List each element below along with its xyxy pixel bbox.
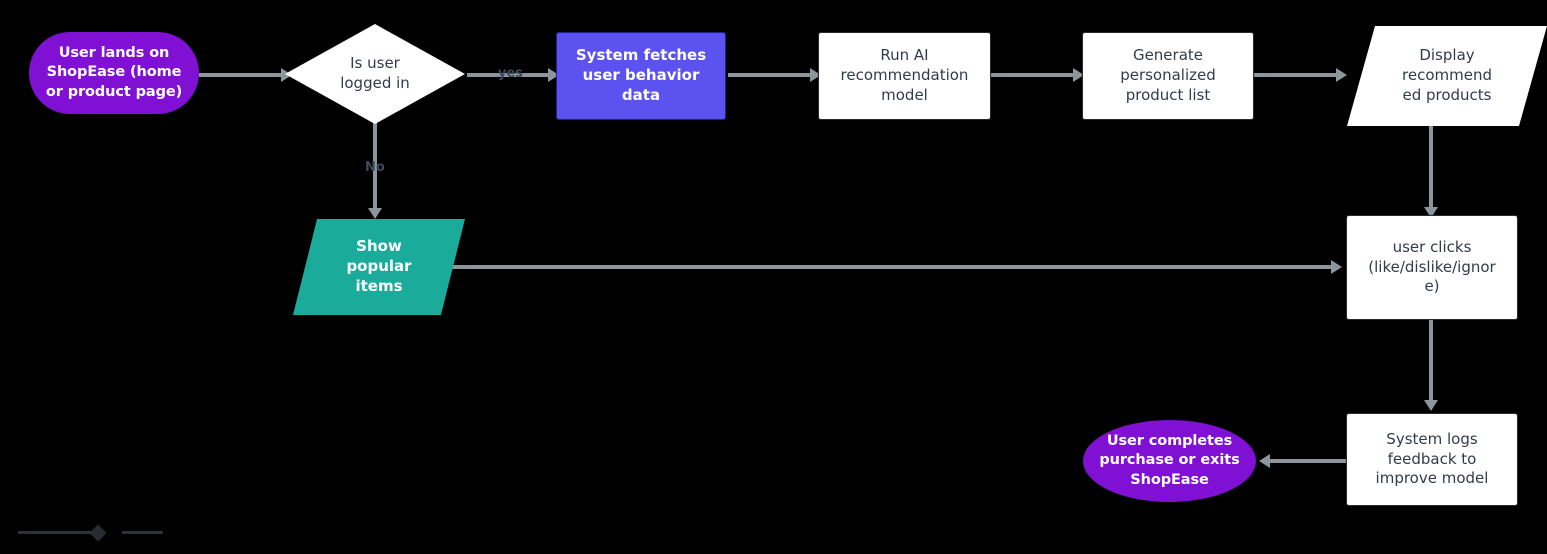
edge-start-to-decision-arrowhead bbox=[281, 68, 292, 82]
edge-start-to-decision bbox=[199, 73, 283, 77]
node-label: Generate personalized product list bbox=[1120, 46, 1216, 104]
parallelogram-shape bbox=[1347, 26, 1547, 126]
edge-model-to-generate-arrowhead bbox=[1073, 68, 1084, 82]
edge-log-to-end-arrowhead bbox=[1259, 454, 1270, 468]
node-show-popular-items[interactable]: Show popular items bbox=[293, 219, 465, 315]
node-system-fetches-user-behavior-data[interactable]: System fetches user behavior data bbox=[556, 32, 726, 120]
node-label: System logs feedback to improve model bbox=[1375, 429, 1489, 488]
edge-clicks-to-log bbox=[1429, 320, 1433, 408]
edge-clicks-to-log-arrowhead bbox=[1424, 400, 1438, 411]
node-user-lands-on-shopease[interactable]: User lands on ShopEase (home or product … bbox=[29, 32, 199, 114]
edge-popular-to-clicks bbox=[447, 265, 1333, 269]
edge-fetch-to-model-arrowhead bbox=[810, 68, 821, 82]
edge-display-to-clicks-arrowhead bbox=[1424, 207, 1438, 218]
artifact-node-marker bbox=[89, 524, 107, 542]
parallelogram-shape bbox=[293, 219, 465, 315]
artifact-bar-right bbox=[122, 531, 163, 534]
node-user-clicks[interactable]: user clicks (like/dislike/ignor e) bbox=[1346, 215, 1518, 320]
node-label: User completes purchase or exits ShopEas… bbox=[1099, 433, 1240, 488]
node-is-user-logged-in[interactable]: Is user logged in bbox=[285, 24, 465, 124]
node-label: Run AI recommendation model bbox=[840, 46, 969, 104]
node-label: Display recommend ed products bbox=[1402, 46, 1492, 104]
edge-decision-to-fetch bbox=[467, 73, 552, 77]
node-label: Is user logged in bbox=[340, 54, 410, 92]
node-label: user clicks (like/dislike/ignor e) bbox=[1368, 237, 1496, 296]
node-label: Show popular items bbox=[346, 237, 412, 295]
edge-generate-to-display-arrowhead bbox=[1336, 68, 1347, 82]
edge-fetch-to-model bbox=[728, 73, 812, 77]
edge-model-to-generate bbox=[991, 73, 1076, 77]
node-label: User lands on ShopEase (home or product … bbox=[45, 45, 183, 100]
node-user-completes-purchase-or-exits[interactable]: User completes purchase or exits ShopEas… bbox=[1083, 420, 1256, 502]
edge-label-no: No bbox=[365, 160, 385, 175]
node-run-ai-recommendation-model[interactable]: Run AI recommendation model bbox=[818, 32, 991, 120]
edge-generate-to-display bbox=[1254, 73, 1339, 77]
node-generate-personalized-product-list[interactable]: Generate personalized product list bbox=[1082, 32, 1254, 120]
edge-label-yes: yes bbox=[498, 66, 524, 81]
node-system-logs-feedback[interactable]: System logs feedback to improve model bbox=[1346, 413, 1518, 506]
partial-edge-artifact bbox=[18, 520, 163, 546]
edge-popular-to-clicks-arrowhead bbox=[1331, 260, 1342, 274]
edge-decision-to-fetch-arrowhead bbox=[548, 68, 559, 82]
artifact-bar-left bbox=[18, 531, 98, 534]
node-label: System fetches user behavior data bbox=[575, 46, 707, 104]
edge-decision-to-popular bbox=[373, 123, 377, 215]
edge-decision-to-popular-arrowhead bbox=[368, 208, 382, 219]
edge-log-to-end bbox=[1270, 459, 1348, 463]
node-display-recommended-products[interactable]: Display recommend ed products bbox=[1347, 26, 1547, 126]
edge-display-to-clicks bbox=[1429, 126, 1433, 214]
